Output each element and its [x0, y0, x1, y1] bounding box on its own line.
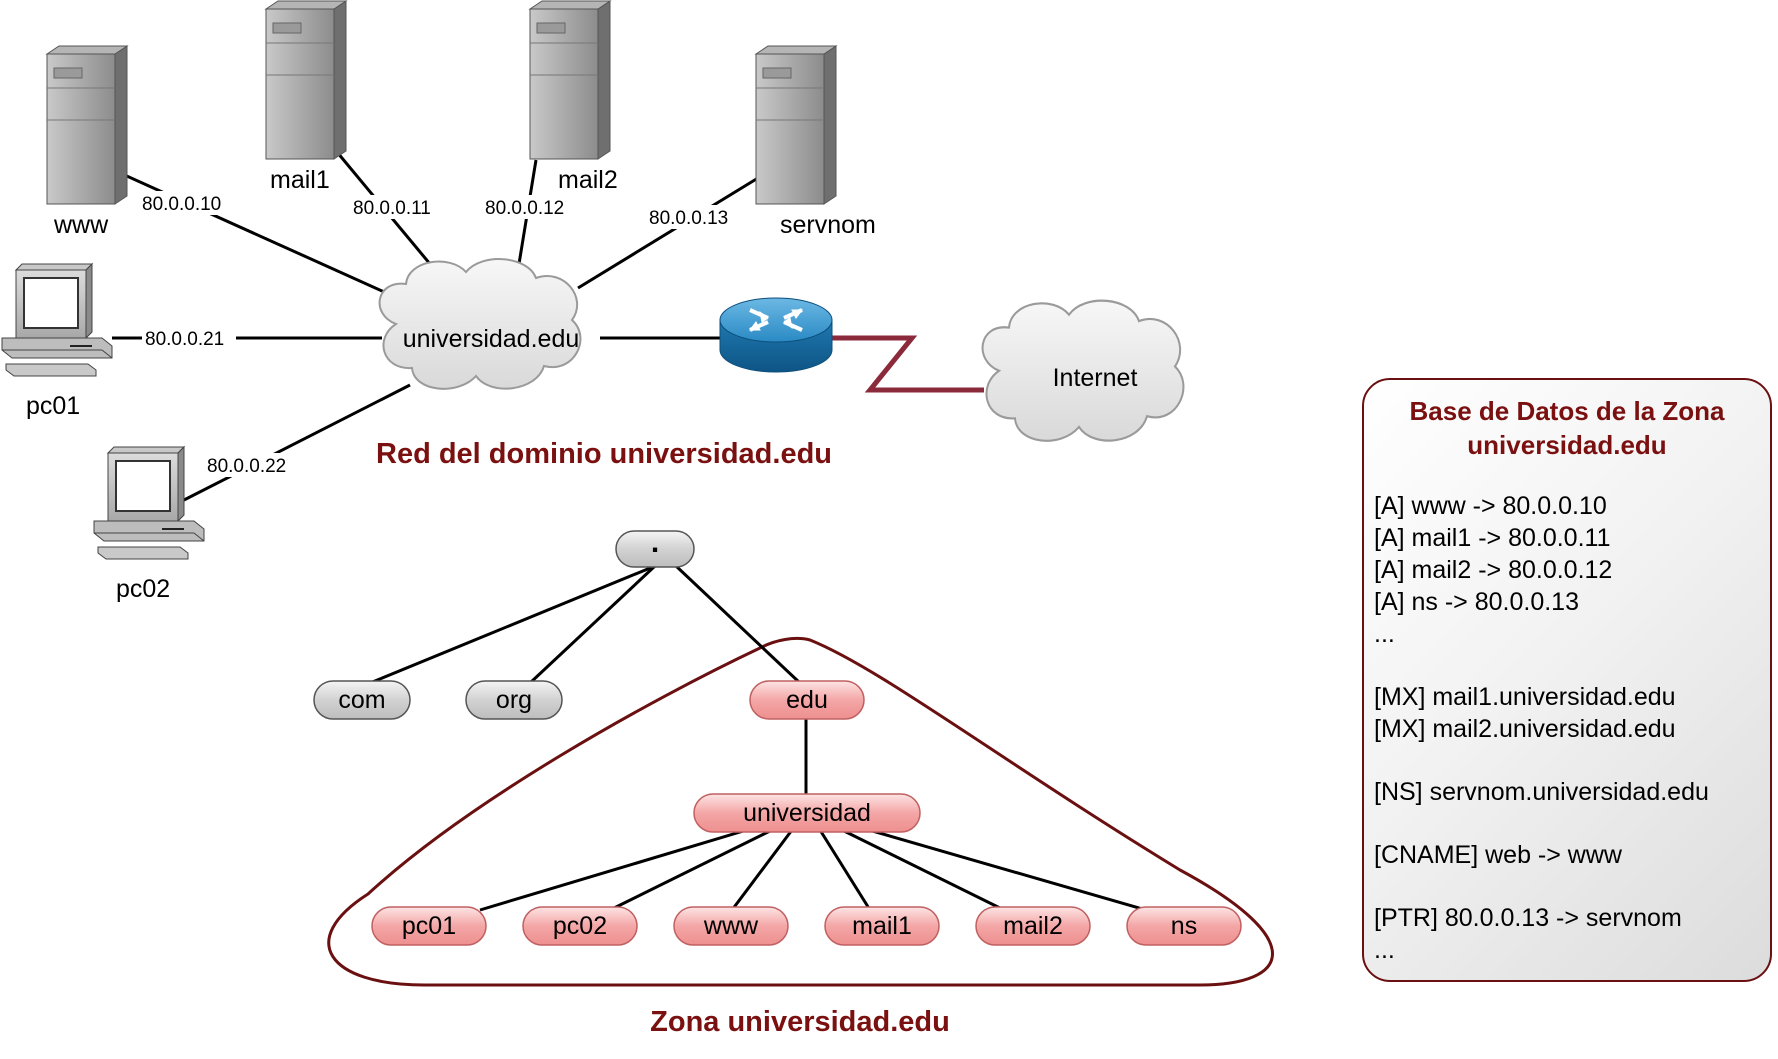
host-label-pc02: pc02 — [116, 575, 170, 603]
cloud-universidad-label: universidad.edu — [403, 325, 580, 353]
tree-leaf-pc02-label: pc02 — [553, 912, 607, 940]
tree-leaf-www-label: www — [703, 912, 759, 940]
tree-node-universidad: universidad — [693, 793, 921, 833]
ip-label-pc02: 80.0.0.22 — [204, 453, 298, 477]
record-spacer — [1374, 745, 1769, 776]
record-spacer — [1374, 871, 1769, 902]
zone-database-records: [A] www -> 80.0.0.10 [A] mail1 -> 80.0.0… — [1374, 490, 1769, 966]
zone-database-title-line2: universidad.edu — [1467, 430, 1667, 460]
host-label-pc01: pc01 — [26, 392, 80, 420]
ip-label-mail2: 80.0.0.12 — [482, 195, 576, 219]
record-ellipsis-a: ... — [1374, 620, 1395, 648]
router-icon — [719, 297, 833, 373]
server-mail2-icon — [529, 0, 611, 160]
ip-text-servnom: 80.0.0.13 — [649, 208, 728, 229]
zone-boundary — [327, 636, 1274, 987]
ip-label-mail1: 80.0.0.11 — [350, 195, 444, 219]
zone-database-title-line1: Base de Datos de la Zona — [1409, 396, 1725, 426]
tree-leaf-ns-label: ns — [1171, 912, 1197, 940]
cloud-universidad-icon — [378, 258, 582, 390]
record-a-www: [A] www -> 80.0.0.10 — [1374, 492, 1607, 520]
ip-label-pc01: 80.0.0.21 — [142, 326, 236, 350]
tree-node-org-label: org — [496, 686, 532, 714]
pc02-icon — [93, 446, 205, 560]
record-a-mail2: [A] mail2 -> 80.0.0.12 — [1374, 556, 1613, 584]
tree-node-org: org — [465, 680, 563, 720]
tree-leaf-mail1-label: mail1 — [852, 912, 912, 940]
server-www-icon — [46, 45, 128, 205]
ip-text-mail1: 80.0.0.11 — [353, 198, 431, 219]
tree-leaf-mail1: mail1 — [824, 906, 940, 946]
tree-edges — [369, 564, 1147, 912]
record-cname: [CNAME] web -> www — [1374, 841, 1622, 869]
record-mx-mail2: [MX] mail2.universidad.edu — [1374, 715, 1676, 743]
ip-label-servnom: 80.0.0.13 — [646, 205, 740, 229]
tree-leaf-pc01: pc01 — [371, 906, 487, 946]
tree-leaf-pc01-label: pc01 — [402, 912, 456, 940]
tree-node-universidad-label: universidad — [743, 799, 871, 827]
host-label-mail2: mail2 — [558, 166, 618, 194]
zone-title: Zona universidad.edu — [650, 1006, 950, 1038]
record-mx-mail1: [MX] mail1.universidad.edu — [1374, 683, 1676, 711]
ip-text-mail2: 80.0.0.12 — [485, 198, 564, 219]
tree-leaf-ns: ns — [1126, 906, 1242, 946]
tree-node-root-label: . — [651, 526, 659, 559]
zone-database-title: Base de Datos de la Zona universidad.edu — [1364, 394, 1770, 462]
record-spacer — [1374, 808, 1769, 839]
tree-leaf-mail2: mail2 — [975, 906, 1091, 946]
tree-node-com: com — [313, 680, 411, 720]
host-label-www: www — [53, 211, 109, 239]
zone-database-panel: Base de Datos de la Zona universidad.edu… — [1362, 378, 1772, 982]
tree-leaf-www: www — [673, 906, 789, 946]
ip-label-www: 80.0.0.10 — [138, 191, 232, 215]
server-mail1-icon — [265, 0, 347, 160]
ip-text-pc02: 80.0.0.22 — [207, 456, 286, 477]
ip-text-pc01: 80.0.0.21 — [145, 329, 224, 350]
tree-leaf-pc02: pc02 — [522, 906, 638, 946]
record-spacer — [1374, 650, 1769, 681]
record-ns: [NS] servnom.universidad.edu — [1374, 778, 1709, 806]
cloud-internet-label: Internet — [1053, 364, 1138, 392]
tree-node-edu-label: edu — [786, 686, 828, 714]
server-servnom-icon — [755, 45, 837, 205]
tree-node-com-label: com — [338, 686, 385, 714]
wan-link — [830, 335, 984, 393]
host-label-mail1: mail1 — [270, 166, 330, 194]
record-a-ns: [A] ns -> 80.0.0.13 — [1374, 588, 1579, 616]
record-ellipsis-end: ... — [1374, 936, 1395, 964]
ip-text-www: 80.0.0.10 — [142, 194, 221, 215]
record-ptr: [PTR] 80.0.0.13 -> servnom — [1374, 904, 1682, 932]
tree-node-root: . — [615, 526, 695, 568]
record-a-mail1: [A] mail1 -> 80.0.0.11 — [1374, 524, 1611, 552]
tree-node-edu: edu — [749, 680, 865, 720]
tree-leaf-mail2-label: mail2 — [1003, 912, 1063, 940]
host-label-servnom: servnom — [780, 211, 876, 239]
network-title: Red del dominio universidad.edu — [376, 438, 832, 470]
pc01-icon — [1, 263, 113, 377]
